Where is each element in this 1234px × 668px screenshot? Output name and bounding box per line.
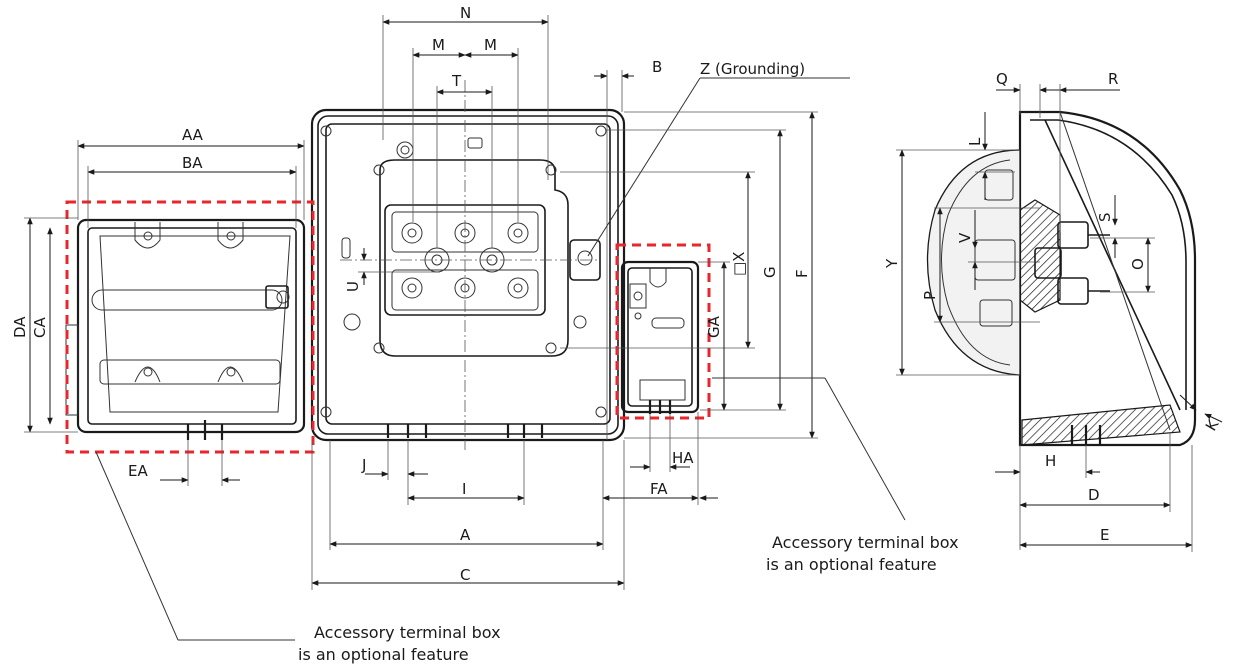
label-R: R bbox=[1108, 70, 1118, 88]
label-J: J bbox=[361, 456, 366, 474]
label-DA: DA bbox=[11, 316, 29, 338]
right-note-line2: is an optional feature bbox=[766, 555, 937, 574]
label-HA: HA bbox=[672, 449, 694, 467]
label-D: D bbox=[1088, 486, 1100, 504]
label-E: E bbox=[1100, 526, 1109, 544]
dimension-lines bbox=[24, 15, 1223, 641]
label-A: A bbox=[460, 526, 471, 544]
label-G: G bbox=[761, 266, 779, 278]
label-GA: GA bbox=[705, 315, 723, 338]
label-B: B bbox=[652, 58, 662, 76]
right-note-line1: Accessory terminal box bbox=[772, 533, 959, 552]
label-H: H bbox=[1045, 452, 1056, 470]
label-Z: Z (Grounding) bbox=[700, 60, 805, 78]
label-EA: EA bbox=[128, 462, 148, 480]
optional-feature-notes: Accessory terminal box is an optional fe… bbox=[298, 533, 959, 664]
label-F: F bbox=[793, 269, 811, 278]
label-M-right: M bbox=[484, 36, 497, 54]
label-L: L bbox=[966, 137, 984, 146]
label-I: I bbox=[462, 480, 466, 498]
label-C: C bbox=[460, 566, 470, 584]
label-O: O bbox=[1129, 258, 1147, 270]
label-X: □X bbox=[730, 252, 748, 276]
left-note-line1: Accessory terminal box bbox=[314, 623, 501, 642]
label-V: V bbox=[956, 232, 974, 243]
label-K: K bbox=[1202, 415, 1223, 434]
label-Q: Q bbox=[996, 70, 1008, 88]
main-terminal-box bbox=[310, 80, 626, 450]
label-BA: BA bbox=[182, 154, 203, 172]
label-M-left: M bbox=[432, 36, 445, 54]
label-N: N bbox=[460, 4, 471, 22]
label-AA: AA bbox=[182, 126, 204, 144]
label-P: P bbox=[921, 291, 939, 300]
side-view bbox=[926, 110, 1197, 447]
label-S: S bbox=[1096, 212, 1114, 222]
label-U: U bbox=[344, 281, 362, 292]
right-accessory-box bbox=[615, 243, 711, 420]
label-CA: CA bbox=[31, 317, 49, 338]
label-T: T bbox=[451, 72, 462, 90]
dimension-labels: N M M T B Z (Grounding) AA BA DA CA U □X… bbox=[11, 4, 1223, 584]
left-note-line2: is an optional feature bbox=[298, 645, 469, 664]
left-accessory-box bbox=[65, 200, 315, 454]
label-FA: FA bbox=[650, 480, 668, 498]
label-Y: Y bbox=[883, 258, 901, 269]
